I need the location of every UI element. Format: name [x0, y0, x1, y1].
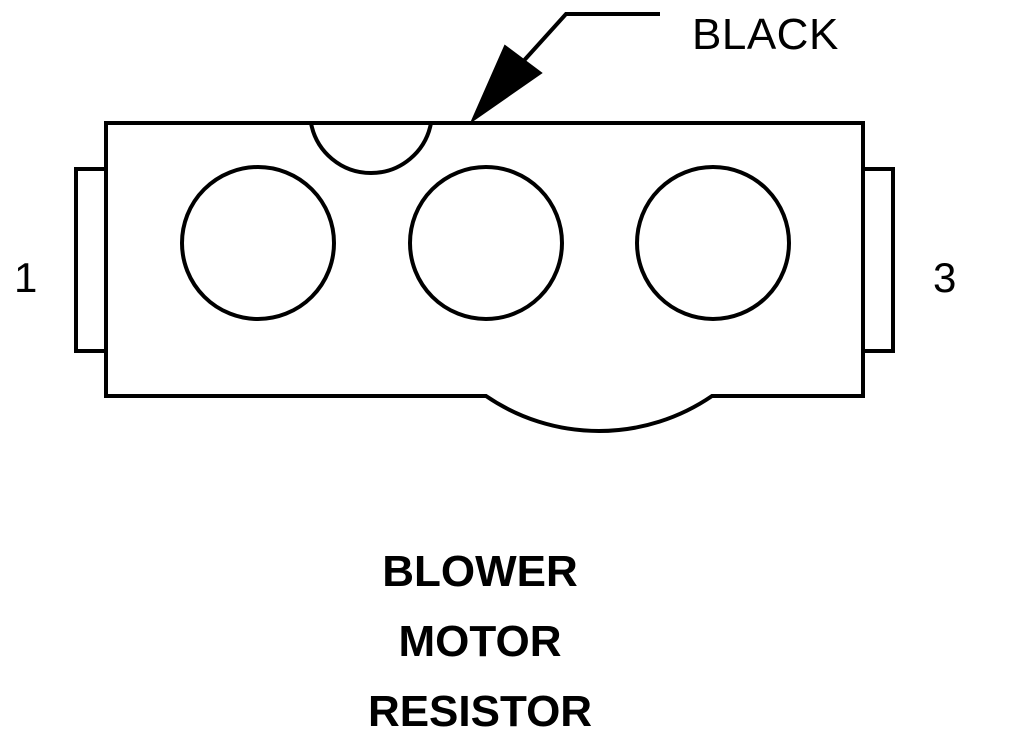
callout-arrowhead	[469, 44, 543, 124]
pin-1-label: 1	[14, 254, 38, 301]
right-latch-tab	[861, 167, 895, 353]
cavity-3	[635, 165, 791, 321]
caption-line-3: RESISTOR	[367, 687, 593, 736]
cavity-2	[408, 165, 564, 321]
caption-line-1: BLOWER	[382, 547, 578, 596]
top-keyway-notch	[309, 122, 433, 175]
caption-line-2: MOTOR	[398, 617, 562, 666]
callout-leader-line	[508, 12, 660, 78]
pin-3-label: 3	[933, 254, 957, 301]
color-callout-label: BLACK	[692, 10, 839, 59]
cavity-1	[180, 165, 336, 321]
left-latch-tab	[74, 167, 108, 353]
connector-body	[104, 121, 865, 433]
